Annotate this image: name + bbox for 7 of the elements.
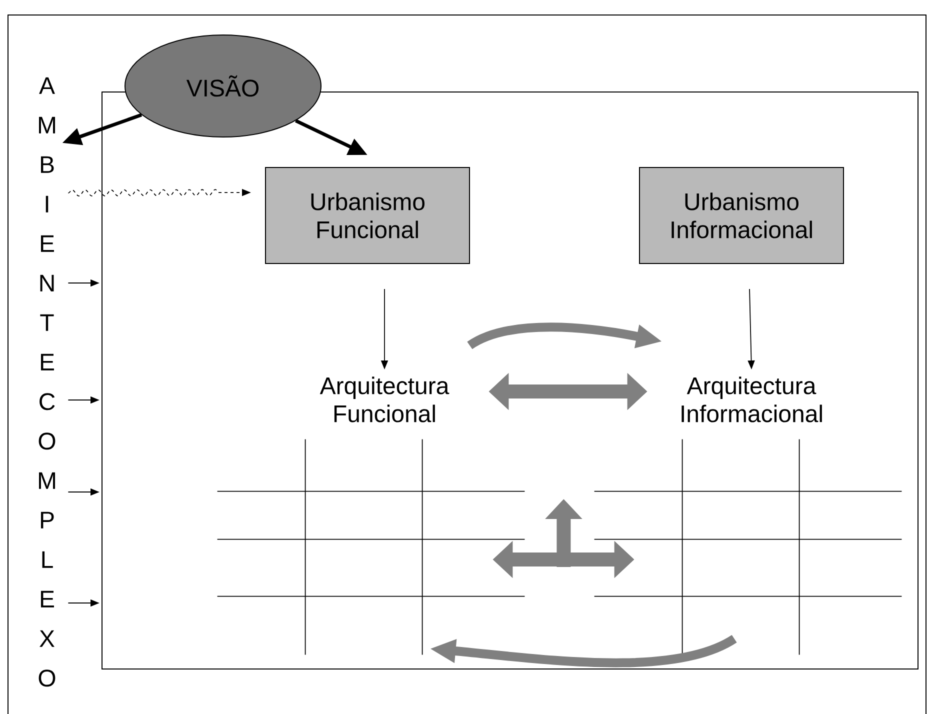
text-label: Arquitectura Funcional [320, 376, 450, 422]
text-label: Arquitectura Informacional [682, 376, 822, 422]
process-box: Urbanismo Funcional [265, 167, 470, 264]
process-box: Urbanismo Informacional [639, 167, 844, 264]
grid-drawing [594, 438, 902, 656]
vertical-text: A M B I E N T E C O M P L E X O [38, 77, 56, 687]
grid-drawing [216, 438, 526, 656]
